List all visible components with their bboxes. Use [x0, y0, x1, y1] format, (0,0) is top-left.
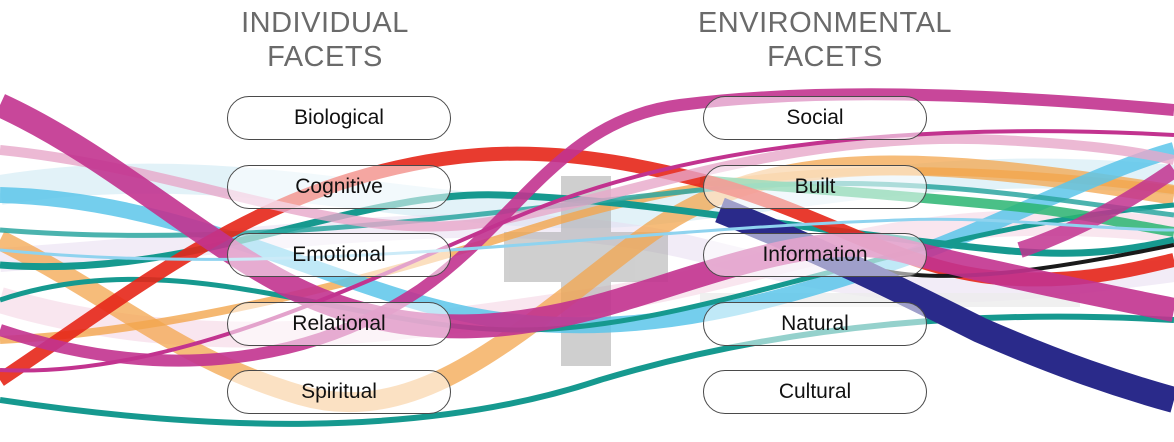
individual-heading-line1: INDIVIDUAL — [241, 7, 409, 39]
environmental-facets-heading: ENVIRONMENTAL FACETS — [655, 6, 995, 74]
facet-biological: Biological — [227, 96, 451, 140]
facet-emotional: Emotional — [227, 233, 451, 277]
facet-spiritual: Spiritual — [227, 370, 451, 414]
facet-cultural: Cultural — [703, 370, 927, 414]
facet-social: Social — [703, 96, 927, 140]
ribbon-magenta-mid — [0, 88, 1174, 367]
environmental-heading-line2: FACETS — [767, 41, 883, 73]
ribbon-magenta-wide — [0, 94, 1174, 339]
ribbon-magenta-thin — [0, 129, 1174, 373]
colored-ribbons — [0, 88, 1174, 427]
facet-natural: Natural — [703, 302, 927, 346]
individual-facets-heading: INDIVIDUAL FACETS — [190, 6, 460, 74]
environmental-heading-line1: ENVIRONMENTAL — [697, 7, 953, 39]
facet-built: Built — [703, 165, 927, 209]
facet-cognitive: Cognitive — [227, 165, 451, 209]
individual-heading-line2: FACETS — [267, 41, 383, 73]
facet-relational: Relational — [227, 302, 451, 346]
ribbon-teal-3 — [0, 313, 1174, 427]
facet-information: Information — [703, 233, 927, 277]
ribbon-light-blue-thin — [0, 217, 1174, 261]
ribbon-magenta-right — [1017, 163, 1174, 258]
